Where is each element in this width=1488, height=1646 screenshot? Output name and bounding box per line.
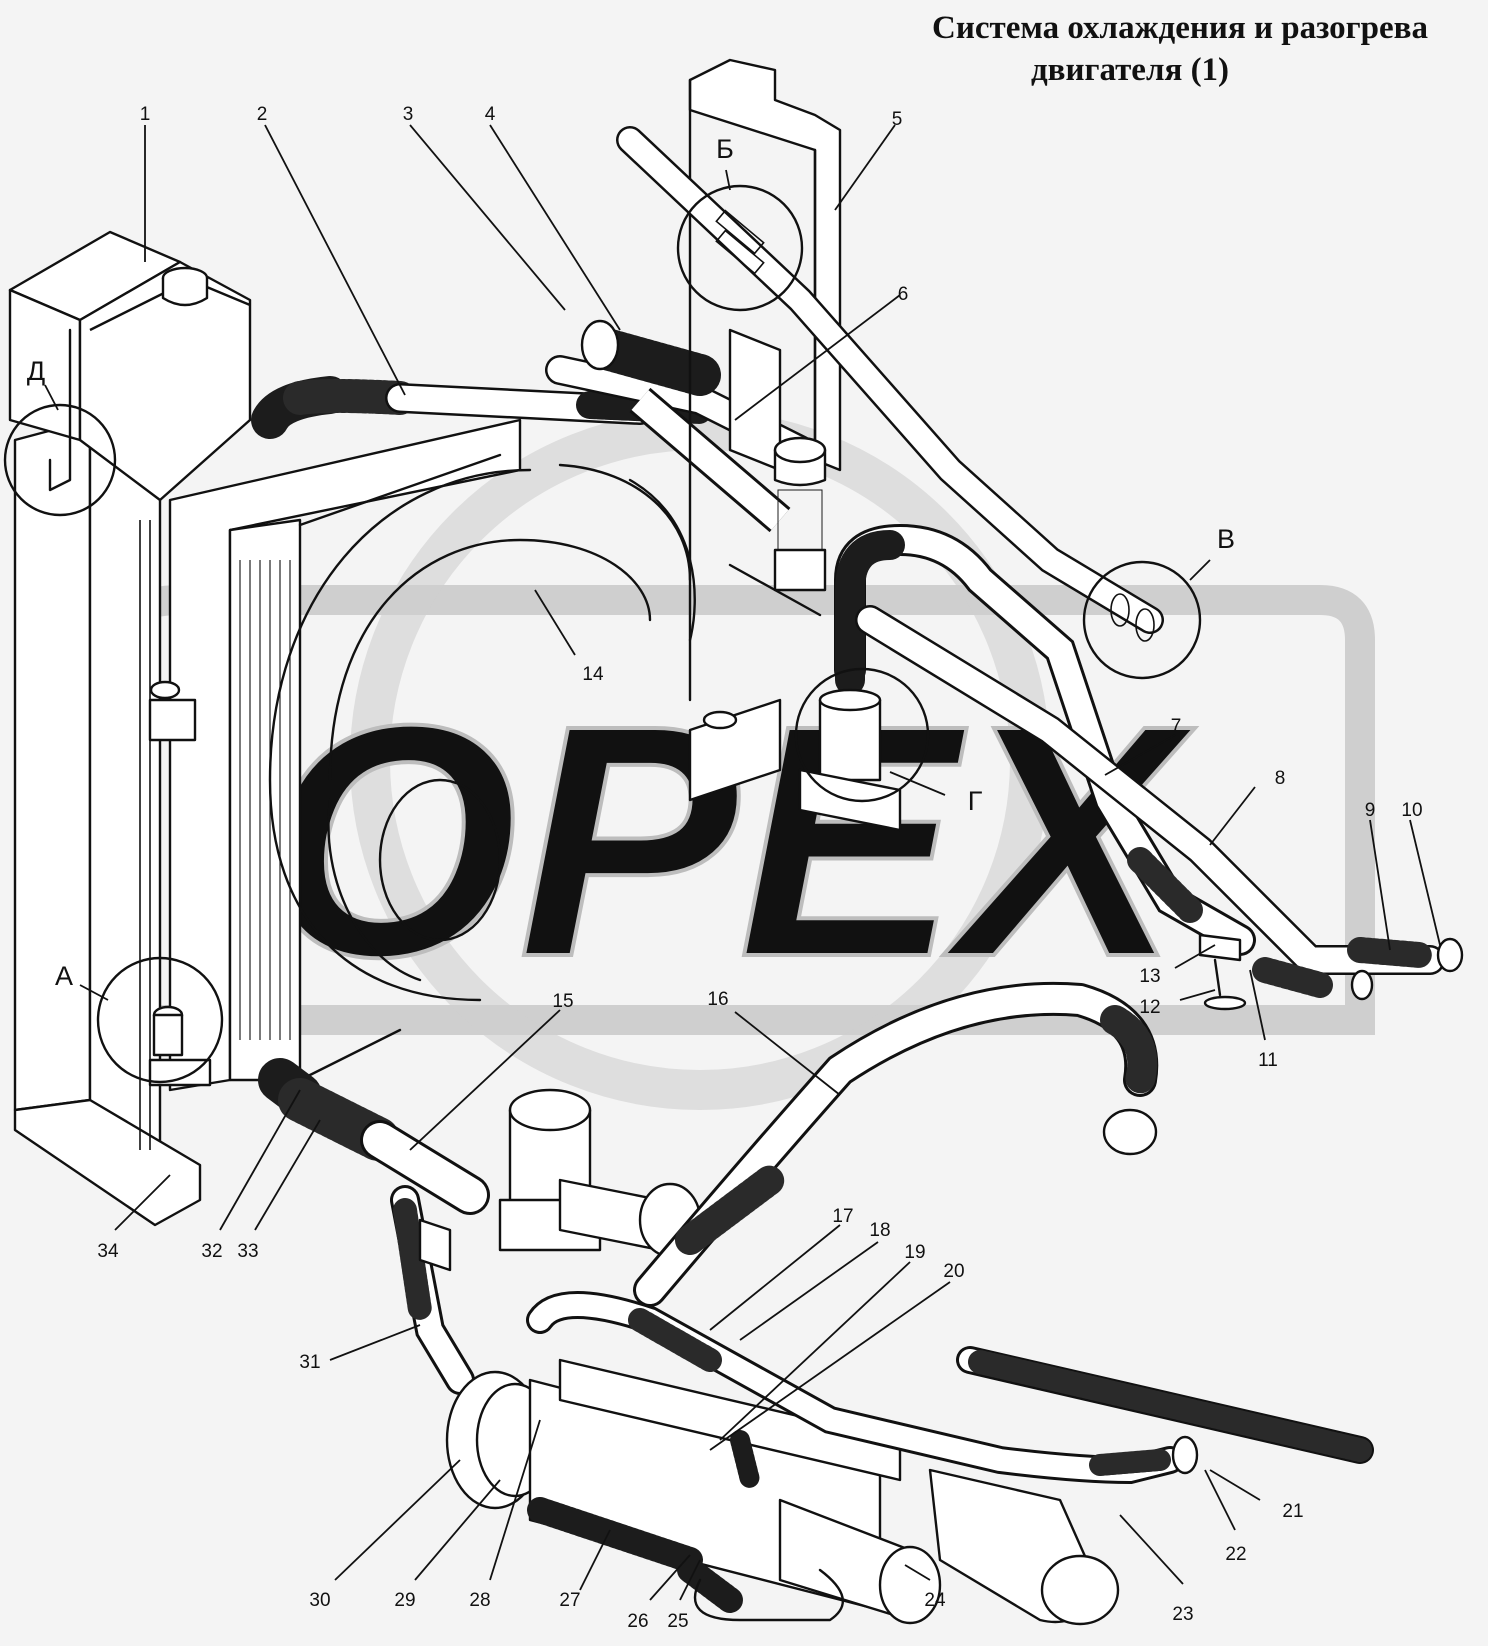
detail-label-v: В [1217, 524, 1235, 554]
callout-6: 6 [898, 284, 909, 305]
callout-11: 11 [1258, 1050, 1278, 1071]
heater-outlet-hose [633, 981, 1159, 1307]
detail-label-b: Б [716, 134, 734, 164]
pump-filter [498, 1088, 702, 1258]
thermostat-housing-pipe [629, 387, 791, 533]
callout-18: 18 [869, 1220, 890, 1241]
callout-7: 7 [1171, 716, 1182, 737]
detail-label-g: Г [968, 786, 983, 816]
callout-9: 9 [1365, 800, 1376, 821]
callout-17: 17 [832, 1206, 853, 1227]
detail-label-a: А [55, 961, 73, 991]
vertical-bracket [688, 58, 842, 702]
callout-5: 5 [892, 109, 903, 130]
fan-shroud [268, 463, 696, 1002]
watermark-text: OPEX [261, 656, 1195, 1025]
diagram-subtitle: двигателя (1) [1030, 52, 1230, 88]
expansion-tank [8, 230, 252, 502]
callout-3: 3 [403, 104, 414, 125]
callout-25: 25 [667, 1611, 688, 1632]
callout-34: 34 [97, 1241, 119, 1262]
callout-21: 21 [1282, 1501, 1303, 1522]
radiator-core [168, 418, 522, 1092]
callout-labels: 1 2 3 4 5 6 7 8 9 10 11 12 13 14 15 16 1… [27, 104, 1423, 1632]
callout-12: 12 [1139, 997, 1160, 1018]
callout-22: 22 [1225, 1544, 1246, 1565]
callout-15: 15 [552, 991, 573, 1012]
callout-16: 16 [707, 989, 728, 1010]
leader-lines [44, 124, 1441, 1601]
heater-supply-pipe [855, 605, 1464, 1001]
detail-label-d: Д [27, 356, 45, 386]
callout-31: 31 [299, 1352, 320, 1373]
detail-circles [3, 184, 1202, 1084]
diagram-title: Система охлаждения и разогрева [932, 10, 1428, 46]
callout-29: 29 [394, 1590, 415, 1611]
callout-13: 13 [1139, 966, 1160, 987]
callout-33: 33 [237, 1241, 258, 1262]
callout-20: 20 [943, 1261, 964, 1282]
callout-4: 4 [485, 104, 496, 125]
callout-32: 32 [201, 1241, 222, 1262]
heater-hose-main [834, 523, 1256, 956]
preheater-body [445, 1358, 1120, 1626]
drain-valve [1198, 933, 1247, 1011]
temperature-sensor [728, 436, 827, 617]
callout-27: 27 [559, 1590, 580, 1611]
callout-14: 14 [582, 664, 604, 685]
callout-1: 1 [140, 104, 151, 125]
callout-2: 2 [257, 104, 268, 125]
radiator-frame [13, 418, 202, 1227]
fuel-line [526, 1291, 1199, 1485]
callout-24: 24 [924, 1590, 946, 1611]
callout-19: 19 [904, 1242, 925, 1263]
outlet-pipe [956, 1346, 1374, 1464]
lower-radiator-hose [258, 1058, 490, 1215]
callout-23: 23 [1172, 1604, 1193, 1625]
callout-8: 8 [1275, 768, 1286, 789]
callout-26: 26 [627, 1611, 648, 1632]
callout-30: 30 [309, 1590, 330, 1611]
callout-10: 10 [1401, 800, 1422, 821]
drain-tube [390, 1185, 475, 1395]
callout-28: 28 [469, 1590, 490, 1611]
radiator-mounts [148, 680, 212, 1087]
